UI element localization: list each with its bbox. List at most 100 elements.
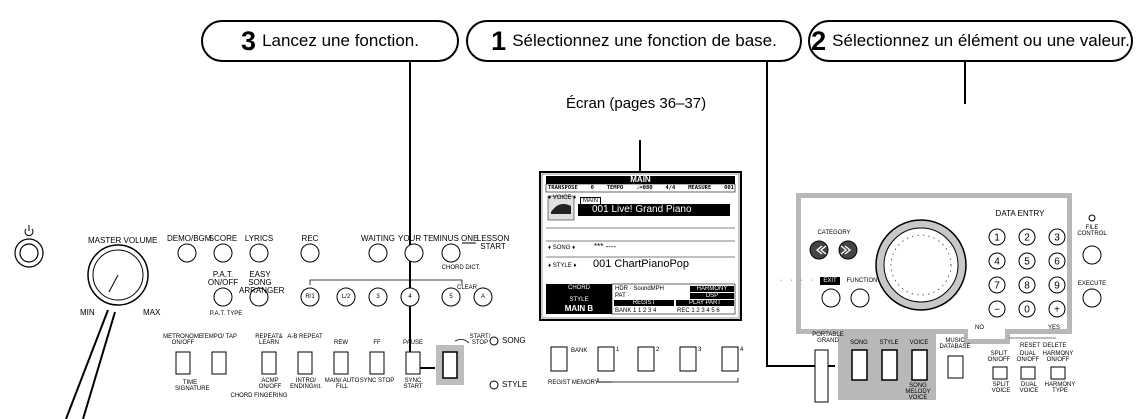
keypad-key-button[interactable] xyxy=(988,252,1006,270)
regist-2-button[interactable] xyxy=(637,346,655,372)
track-r1-label: R/1 xyxy=(305,294,315,300)
portable-grand-button[interactable] xyxy=(814,349,829,403)
data-dial[interactable] xyxy=(875,219,967,311)
easy-song-arranger-button[interactable] xyxy=(249,287,269,307)
keypad-key-button[interactable] xyxy=(988,228,1006,246)
chevron-left-icon xyxy=(815,245,827,255)
data-entry-label: DATA ENTRY xyxy=(980,210,1060,218)
metronome-button[interactable] xyxy=(175,351,191,375)
track-4-button[interactable] xyxy=(400,287,420,307)
regist-bracket xyxy=(597,378,739,383)
rec-label: REC xyxy=(301,234,319,243)
function-button[interactable] xyxy=(850,288,870,308)
keypad-key-button[interactable] xyxy=(988,276,1006,294)
category-left-button[interactable] xyxy=(809,240,829,260)
keypad-key-button[interactable] xyxy=(1048,276,1066,294)
style-mode-button[interactable] xyxy=(881,349,898,381)
step-1-number: 1 xyxy=(491,25,507,56)
rec-button[interactable] xyxy=(300,243,320,263)
keypad-key-button[interactable] xyxy=(1018,228,1036,246)
ab-repeat-button[interactable] xyxy=(297,351,313,375)
regist-4-button[interactable] xyxy=(721,346,739,372)
keypad-key-button[interactable] xyxy=(1048,252,1066,270)
track-a-label: A xyxy=(480,294,485,300)
power-icon xyxy=(24,225,34,237)
harmony-button[interactable] xyxy=(1050,366,1066,380)
lyrics-button[interactable] xyxy=(249,243,269,263)
leader-line-step1 xyxy=(766,60,835,367)
keypad-key-button[interactable] xyxy=(1018,300,1036,318)
music-database-button[interactable] xyxy=(947,355,964,379)
lcd-tempo-value: ♩=080 xyxy=(636,185,653,191)
keypad-key-label: 1 xyxy=(994,233,1000,244)
keypad-key-button[interactable] xyxy=(1048,300,1066,318)
yes-label: YES xyxy=(1048,325,1061,331)
file-control-button[interactable] xyxy=(1082,245,1102,265)
track-5-button[interactable] xyxy=(441,287,461,307)
regist-1-button[interactable] xyxy=(597,346,615,372)
your-tempo-button[interactable] xyxy=(404,243,424,263)
lcd-transpose-value: 0 xyxy=(590,185,594,191)
track-l2-button[interactable] xyxy=(336,287,356,307)
chord-dict-label: CHORD DICT. xyxy=(441,265,481,271)
pause-button[interactable] xyxy=(405,351,421,375)
exit-button[interactable] xyxy=(821,288,841,308)
category-right-button[interactable] xyxy=(838,240,858,260)
keypad-key-label: 6 xyxy=(1054,257,1060,268)
keypad-key-label: 9 xyxy=(1054,281,1060,292)
style-mode-label: STYLE xyxy=(879,340,899,346)
track-r1-button[interactable] xyxy=(300,287,320,307)
style-indicator xyxy=(489,380,499,390)
lcd-main-tag: MAIN xyxy=(580,197,601,205)
step-3-number: 3 xyxy=(241,25,257,56)
keypad-key-button[interactable] xyxy=(988,300,1006,318)
start-stop-arc xyxy=(454,339,470,344)
chord-fingering-label: CHORD FINGERING xyxy=(230,393,288,399)
step-2-bubble: 2 Sélectionnez un élément ou une valeur. xyxy=(808,20,1133,62)
split-button[interactable] xyxy=(992,366,1008,380)
lcd-song-value: *** ---- xyxy=(594,242,617,251)
time-signature-label: TIME SIGNATURE xyxy=(175,380,210,392)
sync-start-label: SYNC START xyxy=(403,378,423,390)
repeat-learn-button[interactable] xyxy=(261,351,277,375)
track-3-button[interactable] xyxy=(368,287,388,307)
lcd-style-value: 001 ChartPianoPop xyxy=(593,258,690,270)
lcd-play-part-label: PLAY PART xyxy=(689,300,721,306)
step-2-text: Sélectionnez un élément ou une valeur. xyxy=(832,31,1130,50)
chevron-right-icon xyxy=(840,245,852,255)
song-mode-button[interactable] xyxy=(851,349,868,381)
keypad-key-label: 2 xyxy=(1024,233,1030,244)
rew-button[interactable] xyxy=(333,351,349,375)
power-button[interactable] xyxy=(14,238,44,268)
pat-onoff-button[interactable] xyxy=(213,287,233,307)
keypad-key-label: 0 xyxy=(1024,305,1030,316)
keypad-key-button[interactable] xyxy=(1018,252,1036,270)
voice-mode-button[interactable] xyxy=(911,349,928,381)
regist-2-label: 2 xyxy=(656,347,660,353)
ff-button[interactable] xyxy=(369,351,385,375)
keypad-key-button[interactable] xyxy=(1048,228,1066,246)
lcd-style-label: ♦ STYLE ♦ xyxy=(548,263,577,269)
master-volume-label: MASTER VOLUME xyxy=(88,236,158,245)
regist-3-button[interactable] xyxy=(679,346,697,372)
execute-button[interactable] xyxy=(1082,288,1102,308)
lcd-pat-line: PAT · xyxy=(615,293,630,299)
demo-bgm-button[interactable] xyxy=(177,243,197,263)
keypad-key-button[interactable] xyxy=(1018,276,1036,294)
start-stop-button[interactable] xyxy=(442,351,458,379)
lesson-start-label: LESSON START xyxy=(476,234,510,251)
dual-button[interactable] xyxy=(1020,366,1036,380)
min-label: MIN xyxy=(80,308,95,317)
score-button[interactable] xyxy=(213,243,233,263)
minus-one-button[interactable] xyxy=(441,243,461,263)
waiting-button[interactable] xyxy=(368,243,388,263)
split-voice-label: SPLIT VOICE xyxy=(991,382,1011,394)
harmony-label: HARMONY ON/OFF xyxy=(1042,351,1074,363)
tempo-tap-button[interactable] xyxy=(211,351,227,375)
master-volume-knob[interactable] xyxy=(87,244,149,306)
no-label: NO xyxy=(975,325,984,331)
track-a-button[interactable] xyxy=(473,287,493,307)
track-3-label: 3 xyxy=(376,294,380,300)
bank-button[interactable] xyxy=(550,346,568,372)
